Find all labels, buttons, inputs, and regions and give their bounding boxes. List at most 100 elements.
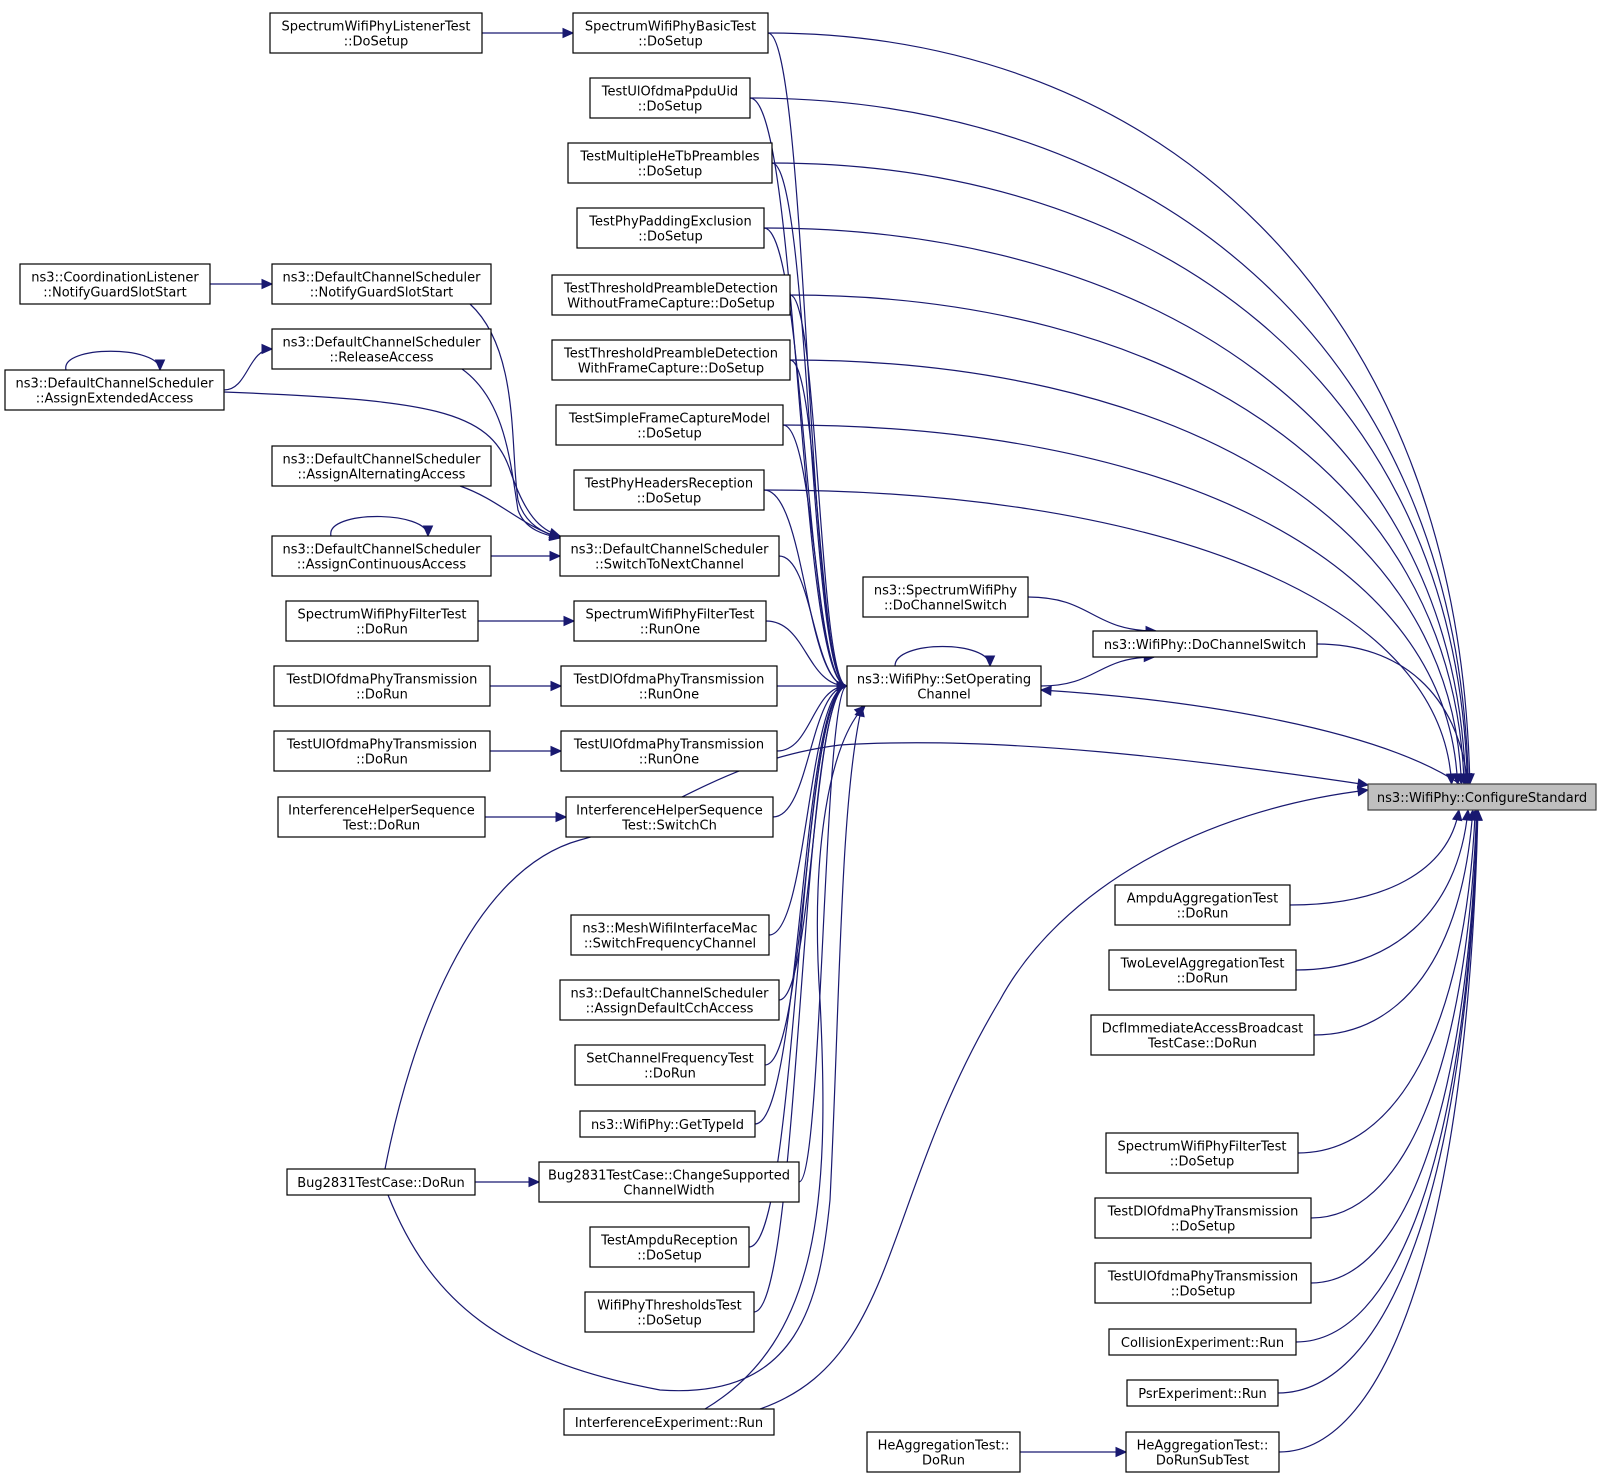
node-box[interactable] — [1126, 1379, 1279, 1407]
node-configure-standard[interactable]: ns3::WifiPhy::ConfigureStandard — [1367, 783, 1597, 811]
node-box[interactable] — [589, 1226, 750, 1268]
node-dcs-switch[interactable]: ns3::DefaultChannelScheduler::SwitchToNe… — [559, 535, 780, 577]
node-box[interactable] — [551, 274, 791, 316]
node-listener-dosetup[interactable]: SpectrumWifiPhyListenerTest::DoSetup — [269, 12, 483, 54]
node-box[interactable] — [538, 1161, 800, 1203]
edge-line — [1027, 596, 1157, 632]
node-dcs-release[interactable]: ns3::DefaultChannelScheduler::ReleaseAcc… — [271, 328, 492, 370]
node-dcs-alternating[interactable]: ns3::DefaultChannelScheduler::AssignAlte… — [271, 445, 492, 487]
node-box[interactable] — [567, 142, 773, 184]
node-box[interactable] — [584, 1291, 755, 1333]
node-label: TestDlOfdmaPhyTransmission — [573, 673, 765, 688]
node-collision-run[interactable]: CollisionExperiment::Run — [1108, 1328, 1297, 1356]
node-box[interactable] — [1092, 630, 1318, 658]
node-box[interactable] — [559, 979, 780, 1021]
node-box[interactable] — [273, 665, 491, 707]
node-box[interactable] — [1094, 1197, 1312, 1239]
node-dl-dorun[interactable]: TestDlOfdmaPhyTransmission::DoRun — [273, 665, 491, 707]
node-twolevel-agg[interactable]: TwoLevelAggregationTest::DoRun — [1108, 949, 1297, 991]
node-box[interactable] — [555, 404, 784, 446]
node-dcs-defaultcch[interactable]: ns3::DefaultChannelScheduler::AssignDefa… — [559, 979, 780, 1021]
node-box[interactable] — [576, 207, 765, 249]
node-box[interactable] — [579, 1110, 756, 1138]
node-box[interactable] — [1114, 884, 1291, 926]
node-thresholds-dosetup[interactable]: WifiPhyThresholdsTest::DoSetup — [584, 1291, 755, 1333]
node-dcs-extended[interactable]: ns3::DefaultChannelScheduler::AssignExte… — [4, 369, 225, 411]
node-psr-run[interactable]: PsrExperiment::Run — [1126, 1379, 1279, 1407]
node-heagg-subtest[interactable]: HeAggregationTest::DoRunSubTest — [1125, 1431, 1280, 1473]
node-box[interactable] — [563, 1408, 775, 1436]
node-spectrum-dochswitch[interactable]: ns3::SpectrumWifiPhy::DoChannelSwitch — [862, 576, 1029, 618]
node-thresh-without[interactable]: TestThresholdPreambleDetectionWithoutFra… — [551, 274, 791, 316]
node-filter-runone[interactable]: SpectrumWifiPhyFilterTest::RunOne — [573, 600, 767, 642]
node-interference-run[interactable]: InterferenceExperiment::Run — [563, 1408, 775, 1436]
node-box[interactable] — [559, 535, 780, 577]
node-label: ns3::DefaultChannelScheduler — [283, 336, 482, 351]
node-dl-dosetup[interactable]: TestDlOfdmaPhyTransmission::DoSetup — [1094, 1197, 1312, 1239]
node-box[interactable] — [560, 665, 778, 707]
node-dcs-notify[interactable]: ns3::DefaultChannelScheduler::NotifyGuar… — [271, 263, 492, 305]
node-box[interactable] — [565, 796, 774, 838]
node-multi-hetb[interactable]: TestMultipleHeTbPreambles::DoSetup — [567, 142, 773, 184]
node-bug-change[interactable]: Bug2831TestCase::ChangeSupportedChannelW… — [538, 1161, 800, 1203]
node-box[interactable] — [572, 12, 769, 54]
node-ampdu-agg[interactable]: AmpduAggregationTest::DoRun — [1114, 884, 1291, 926]
node-box[interactable] — [19, 263, 211, 305]
node-box[interactable] — [271, 328, 492, 370]
edge-line — [223, 348, 273, 391]
node-box[interactable] — [866, 1431, 1021, 1473]
node-box[interactable] — [271, 263, 492, 305]
node-box[interactable] — [271, 445, 492, 487]
node-box[interactable] — [1108, 949, 1297, 991]
node-box[interactable] — [285, 600, 479, 642]
node-phy-padding[interactable]: TestPhyPaddingExclusion::DoSetup — [576, 207, 765, 249]
node-setchfreq-dorun[interactable]: SetChannelFrequencyTest::DoRun — [574, 1044, 766, 1086]
node-box[interactable] — [271, 535, 492, 577]
node-phy-headers[interactable]: TestPhyHeadersReception::DoSetup — [573, 469, 765, 511]
node-ul-dosetup[interactable]: TestUlOfdmaPhyTransmission::DoSetup — [1094, 1262, 1312, 1304]
node-box[interactable] — [574, 1044, 766, 1086]
node-box[interactable] — [286, 1168, 476, 1196]
node-label: Channel — [917, 688, 970, 703]
node-box[interactable] — [862, 576, 1029, 618]
node-coord-listener[interactable]: ns3::CoordinationListener::NotifyGuardSl… — [19, 263, 211, 305]
node-box[interactable] — [560, 730, 778, 772]
node-dcs-continuous[interactable]: ns3::DefaultChannelScheduler::AssignCont… — [271, 535, 492, 577]
node-thresh-with[interactable]: TestThresholdPreambleDetectionWithFrameC… — [551, 339, 791, 381]
node-wifiphy-dochswitch[interactable]: ns3::WifiPhy::DoChannelSwitch — [1092, 630, 1318, 658]
node-box[interactable] — [1094, 1262, 1312, 1304]
node-box[interactable] — [4, 369, 225, 411]
node-filter-dorun[interactable]: SpectrumWifiPhyFilterTest::DoRun — [285, 600, 479, 642]
node-ampdu-reception[interactable]: TestAmpduReception::DoSetup — [589, 1226, 750, 1268]
node-box[interactable] — [277, 796, 486, 838]
node-box[interactable] — [1090, 1014, 1315, 1056]
node-dcf-broadcast[interactable]: DcfImmediateAccessBroadcastTestCase::DoR… — [1090, 1014, 1315, 1056]
node-box[interactable] — [551, 339, 791, 381]
node-ul-runone[interactable]: TestUlOfdmaPhyTransmission::RunOne — [560, 730, 778, 772]
node-ul-dorun[interactable]: TestUlOfdmaPhyTransmission::DoRun — [273, 730, 491, 772]
node-basic-dosetup[interactable]: SpectrumWifiPhyBasicTest::DoSetup — [572, 12, 769, 54]
node-box[interactable] — [570, 914, 770, 956]
node-box[interactable] — [273, 730, 491, 772]
node-simple-frame[interactable]: TestSimpleFrameCaptureModel::DoSetup — [555, 404, 784, 446]
node-dl-runone[interactable]: TestDlOfdmaPhyTransmission::RunOne — [560, 665, 778, 707]
node-box[interactable] — [1105, 1132, 1299, 1174]
node-heagg-dorun[interactable]: HeAggregationTest::DoRun — [866, 1431, 1021, 1473]
node-box[interactable] — [573, 469, 765, 511]
node-mesh-switch[interactable]: ns3::MeshWifiInterfaceMac::SwitchFrequen… — [570, 914, 770, 956]
node-box[interactable] — [846, 665, 1042, 707]
node-box[interactable] — [589, 77, 751, 119]
node-get-typeid[interactable]: ns3::WifiPhy::GetTypeId — [579, 1110, 756, 1138]
node-bug-dorun[interactable]: Bug2831TestCase::DoRun — [286, 1168, 476, 1196]
node-label: DcfImmediateAccessBroadcast — [1102, 1022, 1303, 1037]
node-box[interactable] — [1367, 783, 1597, 811]
node-box[interactable] — [269, 12, 483, 54]
node-ulofdma-ppduuid[interactable]: TestUlOfdmaPpduUid::DoSetup — [589, 77, 751, 119]
node-box[interactable] — [1108, 1328, 1297, 1356]
node-box[interactable] — [573, 600, 767, 642]
node-filter-dosetup[interactable]: SpectrumWifiPhyFilterTest::DoSetup — [1105, 1132, 1299, 1174]
node-box[interactable] — [1125, 1431, 1280, 1473]
